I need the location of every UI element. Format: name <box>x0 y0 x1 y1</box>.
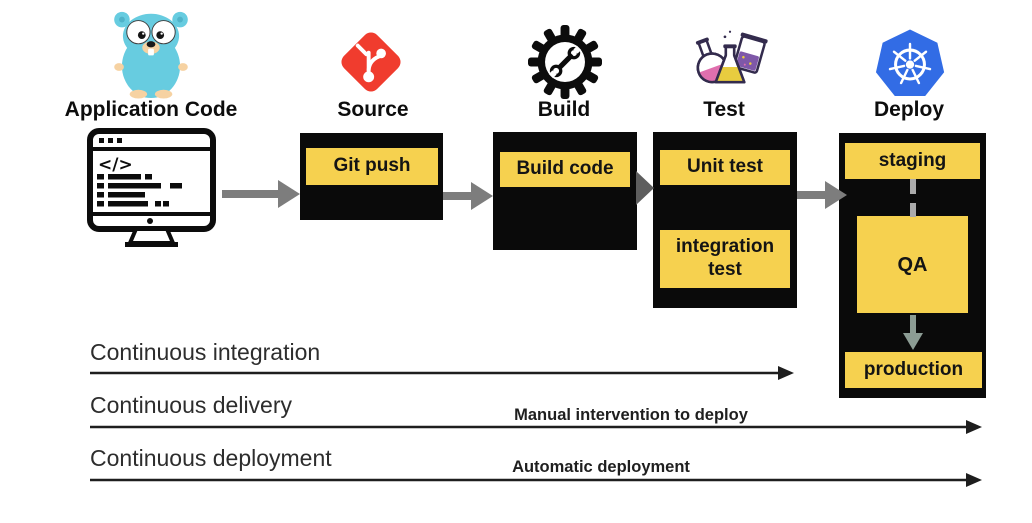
flasks-icon <box>695 30 768 84</box>
continuous-integration-arrow-line <box>90 366 794 380</box>
annotation-manual-intervention: Manual intervention to deploy <box>514 406 748 424</box>
gopher-icon <box>114 11 188 99</box>
arrow-appcode-to-source <box>222 180 300 208</box>
track-label-continuous-integration: Continuous integration <box>90 339 321 365</box>
staging-to-qa-dashed-connector <box>910 179 916 217</box>
step-git-push: Git push <box>306 148 438 185</box>
track-label-continuous-delivery: Continuous delivery <box>90 392 293 418</box>
git-icon <box>341 32 401 92</box>
stage-label-test: Test <box>703 98 745 121</box>
build-box <box>493 132 637 250</box>
qa-to-production-arrow <box>903 315 923 350</box>
step-build-code: Build code <box>500 152 630 187</box>
stage-label-application-code: Application Code <box>64 98 238 121</box>
svg-text:</>: </> <box>98 155 133 175</box>
stage-label-build: Build <box>537 98 591 121</box>
arrow-test-to-deploy <box>797 181 847 209</box>
annotation-automatic-deployment: Automatic deployment <box>512 458 690 476</box>
arrow-build-to-test <box>636 171 654 205</box>
continuous-delivery-arrow-line <box>90 420 982 434</box>
step-production: production <box>845 352 982 388</box>
arrow-source-to-build <box>443 182 493 210</box>
kubernetes-icon <box>875 29 945 97</box>
step-staging: staging <box>845 143 980 179</box>
step-qa: QA <box>857 216 968 313</box>
stage-label-source: Source <box>337 98 409 121</box>
step-integration-test: integration test <box>660 230 790 288</box>
gear-wrench-icon <box>528 25 602 99</box>
code-editor-monitor-icon: </> <box>87 128 216 247</box>
continuous-deployment-arrow-line <box>90 473 982 487</box>
track-label-continuous-deployment: Continuous deployment <box>90 445 332 471</box>
step-unit-test: Unit test <box>660 150 790 185</box>
stage-label-deploy: Deploy <box>873 98 944 121</box>
